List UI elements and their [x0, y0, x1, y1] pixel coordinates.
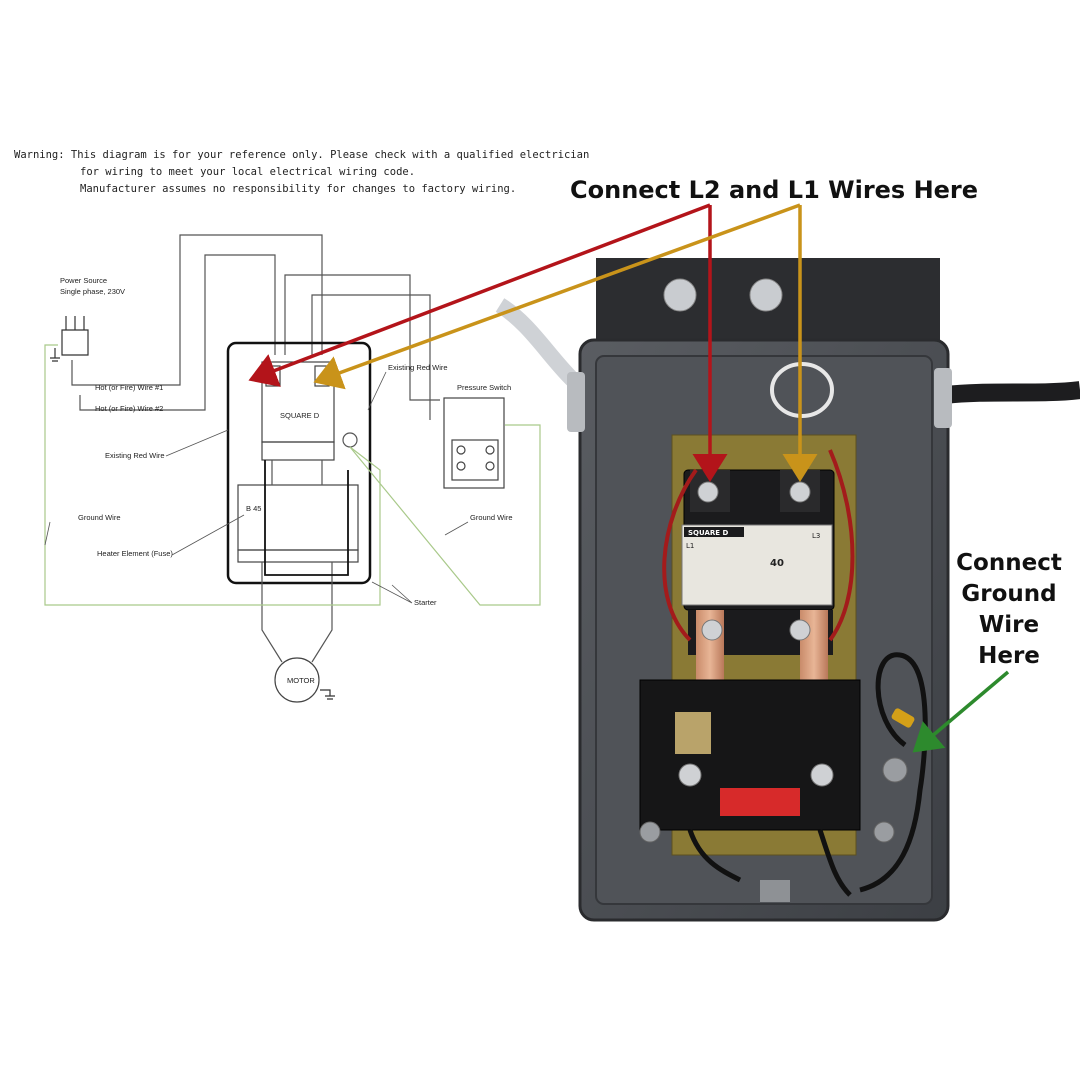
warning-text: Warning: This diagram is for your refere…: [14, 149, 589, 195]
relay-screw-left: [678, 763, 702, 787]
ground-wire-left-label: Ground Wire: [78, 513, 121, 522]
left-clamp: [567, 372, 585, 432]
ground-wire-photo: [859, 652, 928, 893]
callout-text: Connect L2 and L1 Wires Here Connect Gro…: [570, 176, 1062, 669]
pressure-switch-wire: [284, 274, 440, 401]
ps-screw-1: [456, 445, 466, 455]
motor-symbol: [274, 657, 320, 703]
hot-wire-2-path: [79, 254, 276, 411]
corner-screw-right: [873, 821, 895, 843]
gold-arrow-schematic: [313, 203, 801, 390]
right-clamp: [934, 368, 952, 428]
heater-code-label: B 45: [246, 504, 261, 513]
callout-ground-line-2: Ground: [961, 581, 1056, 607]
existing-red-wire-loop: [264, 460, 349, 576]
nameplate-l1: L1: [686, 542, 694, 550]
callout-l2-l1: Connect L2 and L1 Wires Here: [570, 176, 978, 204]
nameplate-l3: L3: [812, 532, 820, 540]
nameplate-amps: 40: [770, 558, 784, 569]
relay-screw-right: [810, 763, 834, 787]
plug-prongs: [65, 316, 85, 330]
plug-icon: [61, 329, 89, 356]
white-wire-loop: [770, 362, 834, 418]
corner-screw-left: [639, 821, 661, 843]
right-cable: [944, 381, 1080, 404]
ps-screw-3: [485, 445, 495, 455]
label-leaders: [44, 371, 469, 604]
pressure-switch-label: Pressure Switch: [457, 383, 511, 392]
heater-block: [237, 484, 359, 551]
heater-element-label: Heater Element (Fuse): [97, 549, 173, 558]
pressure-switch-terminals: [451, 439, 499, 481]
ground-wire-right-label: Ground Wire: [470, 513, 513, 522]
contactor-nameplate: [681, 524, 833, 606]
nameplate-brand: SQUARE D: [688, 529, 728, 537]
leader-starter: [371, 581, 413, 604]
reset-button: [720, 788, 800, 816]
ground-wire-left-path: [44, 344, 381, 606]
single-phase-label: Single phase, 230V: [60, 287, 125, 296]
bottom-knockout: [760, 880, 790, 902]
leader-ground-right: [444, 521, 469, 536]
motor-label: MOTOR: [287, 676, 315, 685]
ground-wire-right-path: [349, 424, 541, 606]
terminal-screw-l1: [697, 481, 719, 503]
existing-red-wire-left-label: Existing Red Wire: [105, 451, 165, 460]
power-source-label: Power Source: [60, 276, 107, 285]
warning-line-1: Warning: This diagram is for your refere…: [14, 149, 589, 161]
starter-photo: SQUARE D L1 L3 40: [495, 258, 1080, 922]
ps-screw-2: [456, 461, 466, 471]
motor-ground-icon: [320, 689, 335, 700]
motor-wires: [261, 562, 333, 663]
leader-red-left: [165, 429, 229, 457]
mount-bolt-left: [663, 278, 697, 312]
warning-line-2: for wiring to meet your local electrical…: [80, 166, 415, 178]
callout-ground-line-3: Wire: [979, 612, 1039, 638]
leader-heater: [171, 514, 245, 556]
ground-wires: [44, 344, 541, 606]
pressure-switch: [443, 397, 505, 489]
callout-ground-line-4: Here: [978, 643, 1040, 669]
plug-ground-icon: [50, 348, 60, 362]
schematic-labels: Power Source Single phase, 230V Hot (or …: [60, 276, 513, 685]
schematic: [50, 234, 505, 703]
bus-screw-right: [789, 619, 811, 641]
hot-wire-2-label: Hot (or Fire) Wire #2: [95, 404, 163, 413]
red-arrow-schematic: [248, 203, 711, 387]
square-d-label: SQUARE D: [280, 411, 320, 420]
mount-bolt-right: [749, 278, 783, 312]
terminal-screw-l2: [789, 481, 811, 503]
motor-lead-right: [817, 829, 852, 897]
green-arrow-ground: [912, 670, 1010, 753]
hot-wire-1-label: Hot (or Fire) Wire #1: [95, 383, 163, 392]
contactor-heater-wires: [271, 460, 323, 485]
red-wire-right: [828, 449, 855, 642]
brand-badge: [684, 527, 744, 537]
callout-arrows: [248, 203, 1010, 753]
contactor-bottom: [261, 441, 335, 461]
square-d-contactor: [261, 361, 335, 443]
ground-lug: [342, 432, 358, 448]
bus-screw-left: [701, 619, 723, 641]
leader-ground-left: [44, 521, 51, 546]
red-wire-left: [662, 468, 698, 642]
heater-element-photo: [675, 712, 711, 754]
ground-screw: [882, 757, 908, 783]
existing-red-wire-right-label: Existing Red Wire: [388, 363, 448, 372]
motor-lead-left: [687, 829, 742, 883]
pressure-switch-wire-2: [311, 294, 431, 420]
leader-red-right: [367, 371, 387, 411]
ground-terminal: [891, 708, 915, 728]
starter-label: Starter: [414, 598, 437, 607]
heater-bottom: [237, 549, 359, 563]
ps-screw-4: [485, 461, 495, 471]
callout-ground-line-1: Connect: [956, 550, 1062, 576]
hot-wire-1-path: [71, 234, 323, 386]
warning-line-3: Manufacturer assumes no responsibility f…: [80, 183, 516, 195]
